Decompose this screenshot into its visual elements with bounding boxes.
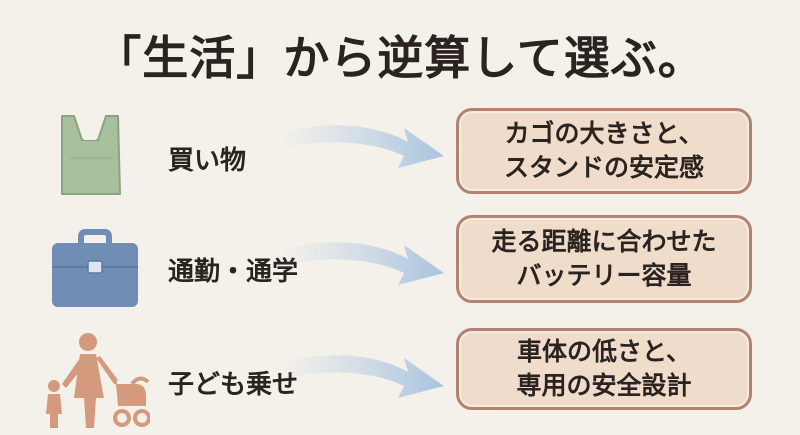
shopping-bag-icon	[61, 115, 121, 195]
row-label: 買い物	[168, 146, 247, 176]
arrow-icon	[280, 125, 444, 168]
row-shopping: 買い物 カゴの大きさと、 スタンドの安定感	[0, 88, 800, 198]
row-commute: 通勤・通学 走る距離に合わせた バッテリー容量	[0, 205, 800, 315]
result-box: カゴの大きさと、 スタンドの安定感	[456, 108, 752, 194]
result-line-2: バッテリー容量	[516, 261, 692, 290]
result-line-2: スタンドの安定感	[503, 153, 704, 182]
result-line-1: 走る距離に合わせた	[491, 227, 717, 256]
row-label: 通勤・通学	[168, 257, 299, 287]
row-child-seat: 子ども乗せ 車体の低さと、 専用の安全設計	[0, 318, 800, 428]
arrow-icon	[280, 355, 444, 398]
result-box: 走る距離に合わせた バッテリー容量	[456, 215, 752, 303]
page-title: 「生活」から逆算して選ぶ。	[95, 31, 705, 85]
result-box: 車体の低さと、 専用の安全設計	[456, 328, 752, 410]
arrow-icon	[280, 242, 444, 285]
result-line-1: カゴの大きさと、	[504, 119, 704, 148]
row-label: 子ども乗せ	[168, 370, 299, 400]
result-line-2: 専用の安全設計	[516, 371, 692, 400]
briefcase-icon	[52, 229, 138, 307]
parent-child-stroller-icon	[46, 333, 150, 428]
result-line-1: 車体の低さと、	[516, 337, 691, 366]
